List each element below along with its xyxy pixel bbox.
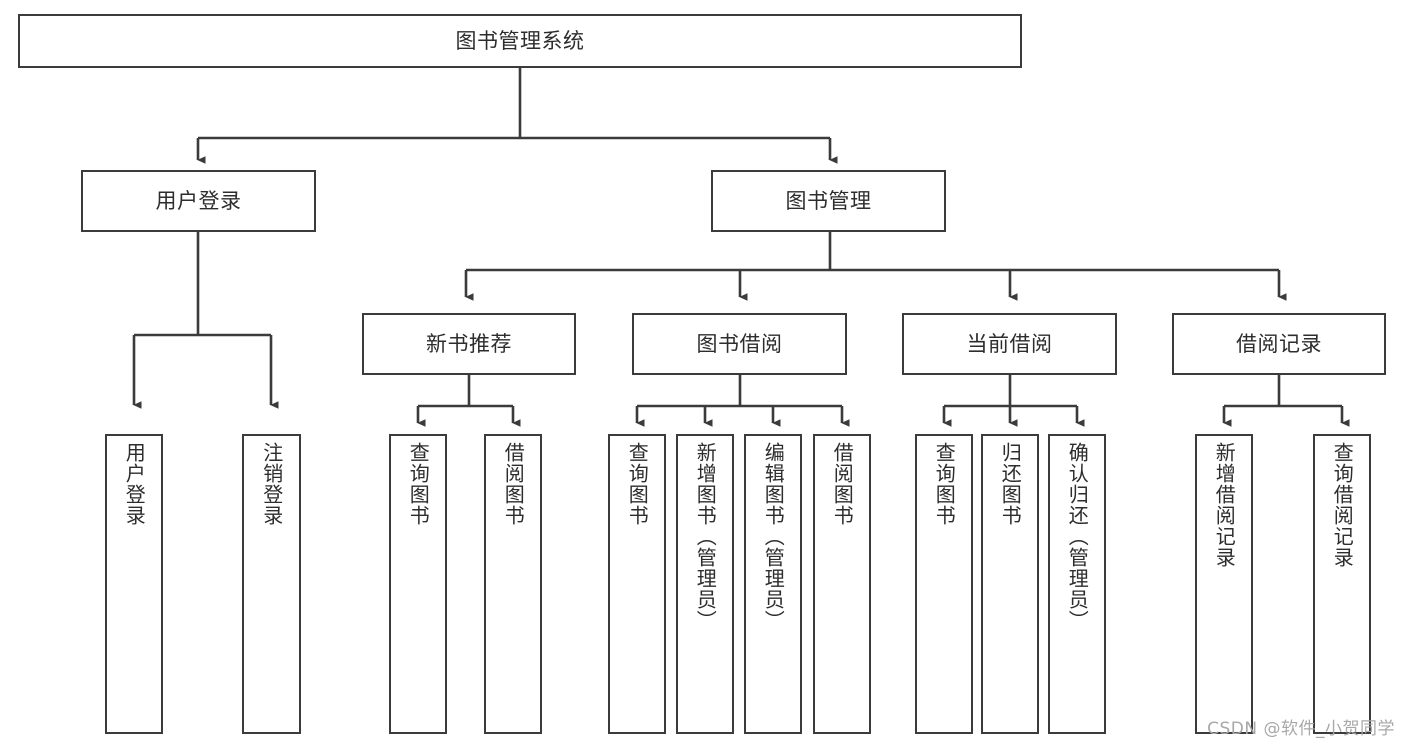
leaf-current-borrow-confirm-return[interactable]: 确认归还（管理员）	[1048, 434, 1106, 734]
node-current-borrow[interactable]: 当前借阅	[902, 313, 1117, 375]
node-label: 借阅记录	[1236, 331, 1322, 356]
node-label: 确认归还（管理员）	[1065, 442, 1090, 631]
node-borrow-record[interactable]: 借阅记录	[1172, 313, 1386, 375]
leaf-book-borrow-edit-book[interactable]: 编辑图书（管理员）	[744, 434, 802, 734]
leaf-current-borrow-return-book[interactable]: 归还图书	[981, 434, 1039, 734]
node-book-management[interactable]: 图书管理	[711, 170, 946, 232]
node-label: 当前借阅	[966, 331, 1053, 356]
node-label: 用户登录	[122, 442, 147, 526]
leaf-book-borrow-query-book[interactable]: 查询图书	[608, 434, 666, 734]
leaf-borrow-record-add-record[interactable]: 新增借阅记录	[1195, 434, 1253, 734]
leaf-book-borrow-add-book[interactable]: 新增图书（管理员）	[676, 434, 734, 734]
node-label: 查询图书	[625, 442, 650, 526]
node-label: 图书管理系统	[455, 28, 585, 53]
node-root-book-management-system[interactable]: 图书管理系统	[18, 14, 1022, 68]
watermark-text: CSDN @软件_小贺同学	[1207, 719, 1395, 739]
leaf-user-login-logout[interactable]: 注销登录	[242, 434, 301, 734]
node-label: 新增借阅记录	[1212, 442, 1237, 568]
node-new-book-recommend[interactable]: 新书推荐	[362, 313, 576, 375]
node-label: 借阅图书	[830, 442, 855, 526]
node-label: 查询借阅记录	[1330, 442, 1355, 568]
node-label: 借阅图书	[501, 442, 526, 526]
leaf-user-login-login[interactable]: 用户登录	[105, 434, 163, 734]
node-label: 注销登录	[259, 442, 284, 526]
leaf-new-book-query-book[interactable]: 查询图书	[389, 434, 447, 734]
node-label: 查询图书	[932, 442, 957, 526]
node-book-borrow[interactable]: 图书借阅	[632, 313, 847, 375]
node-label: 新书推荐	[426, 331, 512, 356]
node-label: 编辑图书（管理员）	[761, 442, 786, 631]
leaf-new-book-borrow-book[interactable]: 借阅图书	[484, 434, 542, 734]
node-user-login[interactable]: 用户登录	[81, 170, 316, 232]
node-label: 归还图书	[998, 442, 1023, 526]
node-label: 图书管理	[785, 188, 872, 213]
leaf-borrow-record-query-record[interactable]: 查询借阅记录	[1313, 434, 1371, 734]
leaf-book-borrow-borrow-book[interactable]: 借阅图书	[813, 434, 871, 734]
node-label: 用户登录	[155, 188, 242, 213]
node-label: 新增图书（管理员）	[693, 442, 718, 631]
node-label: 查询图书	[406, 442, 431, 526]
leaf-current-borrow-query-book[interactable]: 查询图书	[915, 434, 973, 734]
node-label: 图书借阅	[696, 331, 783, 356]
